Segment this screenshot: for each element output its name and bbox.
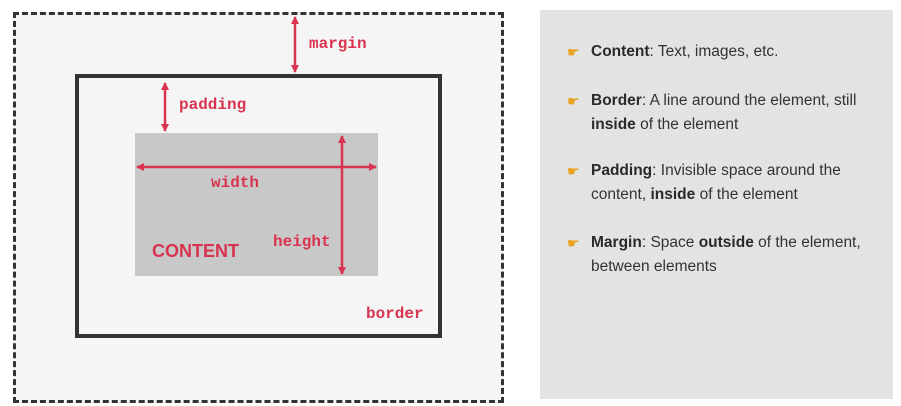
list-item-text: Border: A line around the element, still… — [591, 92, 857, 133]
list-item-text: Padding: Invisible space around the cont… — [591, 162, 841, 203]
list-item-text: Margin: Space outside of the element, be… — [591, 234, 861, 275]
list-item-margin: ☛ Margin: Space outside of the element, … — [567, 231, 887, 278]
width-label: width — [211, 174, 260, 192]
margin-label: margin — [309, 35, 367, 53]
pointing-hand-icon: ☛ — [567, 93, 580, 109]
explanation-panel: ☛ Content: Text, images, etc. ☛ Border: … — [540, 10, 893, 399]
content-area — [135, 133, 378, 276]
height-label: height — [273, 233, 331, 251]
border-label: border — [366, 305, 424, 323]
list-item-text: Content: Text, images, etc. — [591, 43, 779, 60]
list-item-content: ☛ Content: Text, images, etc. — [567, 40, 887, 64]
box-model-diagram: margin padding width height CONTENT bord… — [13, 12, 504, 403]
list-item-border: ☛ Border: A line around the element, sti… — [567, 89, 887, 136]
pointing-hand-icon: ☛ — [567, 44, 580, 60]
dimension-arrows — [136, 16, 377, 275]
content-label: CONTENT — [152, 241, 239, 261]
list-item-padding: ☛ Padding: Invisible space around the co… — [567, 159, 887, 206]
pointing-hand-icon: ☛ — [567, 163, 580, 179]
pointing-hand-icon: ☛ — [567, 235, 580, 251]
padding-label: padding — [179, 96, 247, 114]
